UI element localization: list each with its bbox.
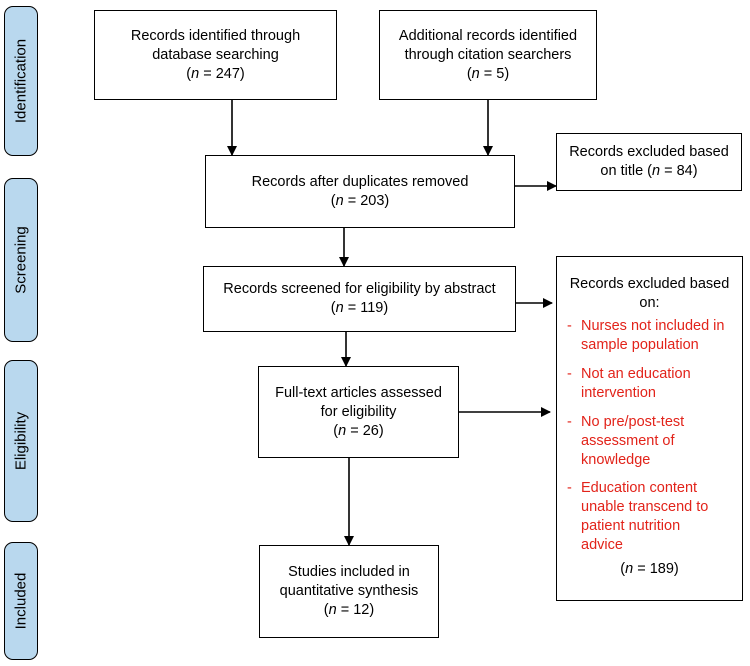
- fulltext-line1: Full-text articles assessed: [275, 384, 442, 401]
- database-line2: database searching: [152, 46, 279, 63]
- screened-count: (n = 119): [330, 300, 389, 316]
- box-duplicates-removed: Records after duplicates removed (n = 20…: [205, 155, 515, 228]
- reason-2-line1: Not an education: [581, 366, 691, 382]
- included-line2: quantitative synthesis: [279, 583, 419, 599]
- database-line1: Records identified through: [130, 27, 301, 44]
- duplicates-line1: Records after duplicates removed: [251, 173, 469, 190]
- reason-1-line2: sample population: [581, 337, 699, 353]
- phase-screening: Screening: [4, 178, 38, 342]
- excluded-abstract-header-line2: on:: [639, 295, 660, 311]
- reason-3-line3: knowledge: [581, 452, 651, 468]
- additional-count: (n = 5): [466, 65, 510, 82]
- fulltext-line2: for eligibility: [320, 403, 397, 420]
- included-line1: Studies included in: [288, 564, 410, 580]
- database-count: (n = 247): [186, 65, 245, 82]
- reason-4-line1: Education content: [581, 480, 698, 496]
- excluded-title-line1: Records excluded based: [569, 144, 729, 160]
- reason-dash: -: [567, 480, 572, 496]
- phase-identification: Identification: [4, 6, 38, 156]
- reason-3-line1: No pre/post-test: [581, 414, 685, 430]
- reason-4-line4: advice: [581, 537, 623, 553]
- additional-line2: through citation searchers: [404, 46, 572, 63]
- additional-line1: Additional records identified: [398, 27, 578, 44]
- reason-dash: -: [567, 366, 572, 382]
- phase-included: Included: [4, 542, 38, 660]
- phase-eligibility: Eligibility: [4, 360, 38, 522]
- excluded-abstract-count: (n = 189): [620, 561, 679, 577]
- reason-4-line3: patient nutrition: [581, 518, 681, 534]
- box-excluded-title: Records excluded based on title (n = 84): [556, 133, 742, 191]
- excluded-abstract-header: Records excluded based on:: [557, 275, 742, 313]
- box-additional-records: Additional records identified through ci…: [379, 10, 597, 100]
- duplicates-count: (n = 203): [330, 192, 390, 209]
- reason-dash: -: [567, 318, 572, 334]
- included-count: (n = 12): [323, 602, 375, 618]
- reason-2-line2: intervention: [581, 385, 656, 401]
- excluded-title-line2: on title (n = 84): [600, 163, 698, 179]
- box-studies-included: Studies included in quantitative synthes…: [259, 545, 439, 638]
- excluded-abstract-header-line1: Records excluded based: [569, 276, 730, 292]
- screened-line1: Records screened for eligibility by abst…: [223, 281, 496, 297]
- box-database-search: Records identified through database sear…: [94, 10, 337, 100]
- fulltext-count: (n = 26): [333, 422, 384, 439]
- box-fulltext-assessed: Full-text articles assessed for eligibil…: [258, 366, 459, 458]
- reason-4-line2: unable transcend to: [581, 499, 709, 515]
- box-excluded-abstract: Records excluded based on: - Nurses not …: [556, 256, 743, 601]
- box-screened-abstract: Records screened for eligibility by abst…: [203, 266, 516, 332]
- reason-dash: -: [567, 414, 572, 430]
- reason-1-line1: Nurses not included in: [581, 318, 725, 334]
- reason-3-line2: assessment of: [581, 433, 675, 449]
